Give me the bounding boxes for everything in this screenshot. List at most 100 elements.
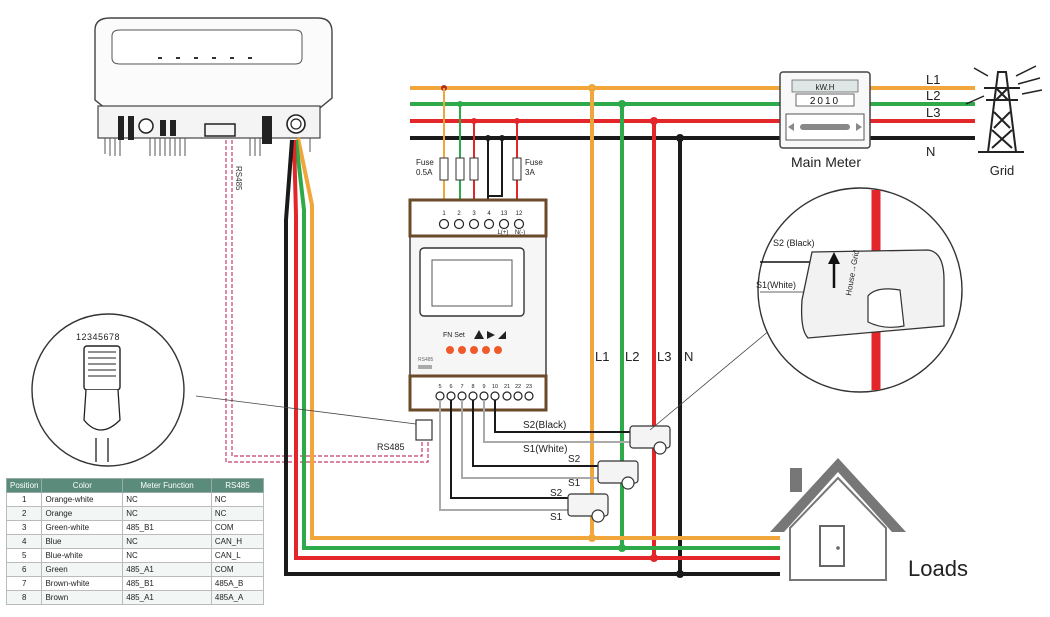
meter-buttons-label: FN Set: [443, 332, 465, 339]
inverter-ac-cables: [284, 137, 780, 576]
bottom-terminal-7: 7: [460, 384, 463, 390]
ct2-s1-label: S1: [568, 478, 581, 489]
header-meter-function: Meter Function: [122, 478, 212, 493]
cell-meter-function: 485_B1: [122, 520, 212, 535]
cell-color: Blue: [41, 534, 124, 549]
main-meter-reading: 2010: [810, 96, 840, 107]
cell-position: 8: [5, 590, 43, 605]
cell-rs485: CAN_L: [210, 548, 265, 563]
meter-top-terminals: [438, 218, 525, 230]
fuses: [439, 157, 522, 181]
top-terminal-sub-n: N(-): [515, 230, 525, 236]
cell-color: Blue-white: [41, 548, 124, 563]
bottom-terminal-22: 22: [515, 384, 521, 390]
bottom-terminal-23: 23: [526, 384, 532, 390]
cell-rs485: NC: [210, 492, 265, 507]
cell-position: 1: [5, 492, 43, 507]
cell-position: 4: [5, 534, 43, 549]
table-row: 4 Blue NC CAN_H: [5, 534, 265, 549]
top-terminal-3: 3: [472, 211, 476, 217]
top-terminal-4: 4: [487, 211, 491, 217]
drop-label-n: N: [684, 349, 693, 364]
smart-meter: [408, 198, 548, 412]
cell-rs485: 485A_A: [210, 590, 265, 605]
header-rs485: RS485: [210, 478, 265, 493]
drop-label-l2: L2: [625, 349, 639, 364]
bottom-terminal-9: 9: [482, 384, 485, 390]
cell-color: Orange: [41, 506, 124, 521]
fuse-right-label-2: 3A: [525, 168, 535, 177]
inverter: [94, 17, 333, 156]
ct-zoom-s1-label: S1(White): [756, 280, 796, 290]
cell-color: Orange-white: [41, 492, 124, 507]
cell-meter-function: 485_A1: [122, 590, 212, 605]
ct2-s2-label: S2: [568, 454, 581, 465]
bottom-terminal-8: 8: [471, 384, 474, 390]
table-row: 1 Orange-white NC NC: [5, 492, 265, 507]
main-meter-label: Main Meter: [791, 154, 861, 170]
cell-position: 2: [5, 506, 43, 521]
top-terminal-sub-l: L(+): [498, 230, 509, 236]
cell-meter-function: 485_A1: [122, 562, 212, 577]
rj45-pin-table: Position Color Meter Function RS485 1 Or…: [5, 478, 265, 605]
cell-meter-function: NC: [122, 506, 212, 521]
rj45-pin-numbers: 12345678: [76, 332, 120, 342]
table-row: 6 Green 485_A1 COM: [5, 562, 265, 577]
grid-label-l3: L3: [926, 105, 940, 120]
cell-rs485: COM: [210, 520, 265, 535]
fuse-left-label-2: 0.5A: [416, 168, 433, 177]
meter-rs485-tag: RS485: [418, 357, 434, 363]
cell-rs485: COM: [210, 562, 265, 577]
cell-meter-function: NC: [122, 492, 212, 507]
cell-position: 3: [5, 520, 43, 535]
bottom-terminal-5: 5: [438, 384, 441, 390]
bottom-terminal-21: 21: [504, 384, 510, 390]
phase-bus: [410, 86, 975, 140]
cell-position: 5: [5, 548, 43, 563]
cell-color: Green: [41, 562, 124, 577]
drop-label-l1: L1: [595, 349, 609, 364]
table-row: 5 Blue-white NC CAN_L: [5, 548, 265, 563]
top-terminal-12: 12: [516, 211, 523, 217]
fuse-right-label-1: Fuse: [525, 158, 543, 167]
cell-rs485: NC: [210, 506, 265, 521]
rs485-label: RS485: [377, 442, 405, 452]
loads-label: Loads: [908, 556, 968, 581]
ct-zoom-callout: [649, 187, 963, 431]
cell-color: Brown-white: [41, 576, 124, 591]
house-icon: [770, 458, 906, 581]
bottom-terminal-10: 10: [492, 384, 498, 390]
ct1-s1-label: S1(White): [523, 444, 567, 455]
header-color: Color: [41, 478, 124, 493]
table-row: 8 Brown 485_A1 485A_A: [5, 590, 265, 605]
ct1-s2-label: S2(Black): [523, 420, 566, 431]
table-row: 7 Brown-white 485_B1 485A_B: [5, 576, 265, 591]
top-terminal-2: 2: [457, 211, 461, 217]
table-row: 2 Orange NC NC: [5, 506, 265, 521]
cell-meter-function: NC: [122, 548, 212, 563]
main-meter: [779, 71, 871, 149]
cell-meter-function: NC: [122, 534, 212, 549]
table-row: 3 Green-white 485_B1 COM: [5, 520, 265, 535]
ct3-s1-label: S1: [550, 512, 563, 523]
cell-position: 6: [5, 562, 43, 577]
cell-rs485: CAN_H: [210, 534, 265, 549]
current-transformers: [567, 425, 671, 523]
cell-color: Green-white: [41, 520, 124, 535]
pin-table-header: Position Color Meter Function RS485: [5, 478, 265, 493]
meter-supply-wires: [443, 88, 518, 210]
cell-color: Brown: [41, 590, 124, 605]
grid-label-n: N: [926, 144, 935, 159]
rj45-zoom-callout: [31, 313, 433, 467]
phase-drops: [590, 88, 682, 574]
top-terminal-1: 1: [442, 211, 446, 217]
grid-label: Grid: [990, 163, 1015, 178]
main-meter-unit: kW.H: [815, 83, 834, 92]
meter-bottom-terminals: [435, 391, 534, 401]
ct-wires: [439, 400, 632, 511]
ct3-s2-label: S2: [550, 488, 563, 499]
grid-label-l2: L2: [926, 88, 940, 103]
drop-label-l3: L3: [657, 349, 671, 364]
top-terminal-13: 13: [501, 211, 508, 217]
